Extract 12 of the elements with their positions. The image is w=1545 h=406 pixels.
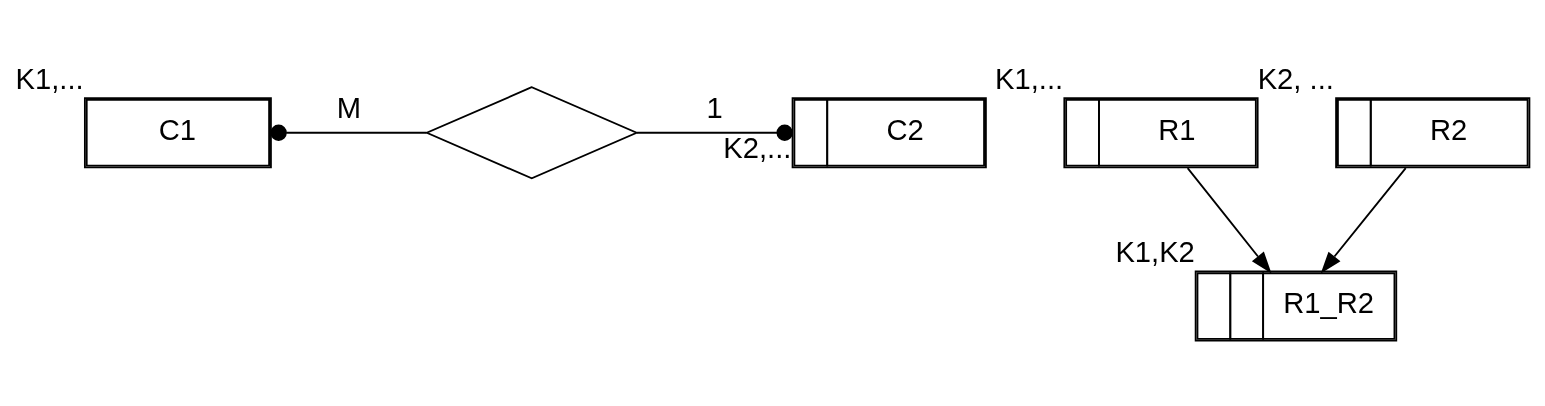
node-label: K1,...	[15, 62, 84, 95]
edge-label: M	[336, 91, 362, 124]
connector	[270, 124, 428, 141]
arrow	[1186, 167, 1272, 274]
node-label: K2,...	[723, 131, 792, 164]
arrow	[1320, 167, 1407, 274]
node-label: K2, ...	[1257, 62, 1334, 95]
connector	[636, 124, 793, 141]
node-label: K1,...	[995, 62, 1064, 95]
node-diamond	[424, 86, 639, 180]
edge-label: 1	[706, 91, 723, 124]
node-label: K1,K2	[1115, 235, 1195, 268]
